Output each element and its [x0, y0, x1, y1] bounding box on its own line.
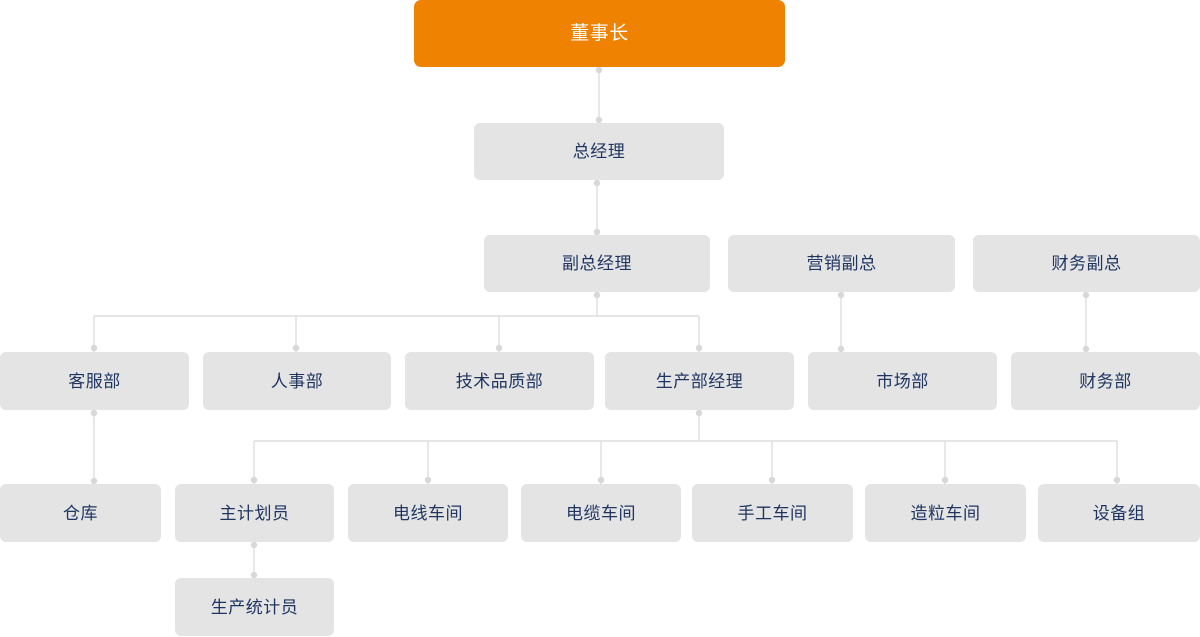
org-node-n6[interactable]: 客服部: [0, 352, 189, 410]
org-node-label: 主计划员: [219, 503, 290, 523]
org-node-n8[interactable]: 技术品质部: [405, 352, 594, 410]
org-node-label: 电线车间: [393, 503, 463, 523]
org-node-label: 财务副总: [1051, 254, 1122, 273]
org-node-n13[interactable]: 主计划员: [175, 484, 334, 542]
org-node-label: 造粒车间: [910, 503, 981, 523]
org-node-label: 副总经理: [562, 254, 632, 273]
org-node-n15[interactable]: 电缆车间: [521, 484, 681, 542]
org-node-n16[interactable]: 手工车间: [692, 484, 853, 542]
org-node-n17[interactable]: 造粒车间: [865, 484, 1026, 542]
org-node-n12[interactable]: 仓库: [0, 484, 161, 542]
org-node-label: 设备组: [1092, 503, 1146, 523]
org-node-n3[interactable]: 副总经理: [484, 235, 710, 292]
org-node-n18[interactable]: 设备组: [1038, 484, 1200, 542]
org-node-n14[interactable]: 电线车间: [348, 484, 508, 542]
org-node-label: 人事部: [270, 371, 324, 391]
org-node-label: 生产统计员: [210, 597, 299, 617]
org-node-n4[interactable]: 营销副总: [728, 235, 955, 292]
org-node-label: 生产部经理: [655, 371, 744, 391]
org-node-n11[interactable]: 财务部: [1011, 352, 1200, 410]
org-node-n5[interactable]: 财务副总: [973, 235, 1200, 292]
org-node-n2[interactable]: 总经理: [474, 123, 724, 180]
org-node-n9[interactable]: 生产部经理: [605, 352, 794, 410]
org-node-label: 市场部: [876, 371, 929, 391]
org-node-n10[interactable]: 市场部: [808, 352, 997, 410]
org-node-n1[interactable]: 董事长: [414, 0, 785, 67]
org-node-label: 总经理: [572, 142, 626, 161]
org-node-label: 仓库: [63, 503, 98, 523]
org-node-label: 手工车间: [737, 503, 808, 523]
org-node-label: 电缆车间: [566, 503, 636, 523]
org-node-label: 财务部: [1079, 371, 1132, 391]
org-node-label: 客服部: [68, 371, 121, 391]
org-node-n19[interactable]: 生产统计员: [175, 578, 334, 636]
org-node-label: 技术品质部: [455, 371, 544, 391]
org-node-label: 营销副总: [806, 254, 877, 273]
org-node-n7[interactable]: 人事部: [203, 352, 391, 410]
org-node-label: 董事长: [570, 23, 629, 44]
